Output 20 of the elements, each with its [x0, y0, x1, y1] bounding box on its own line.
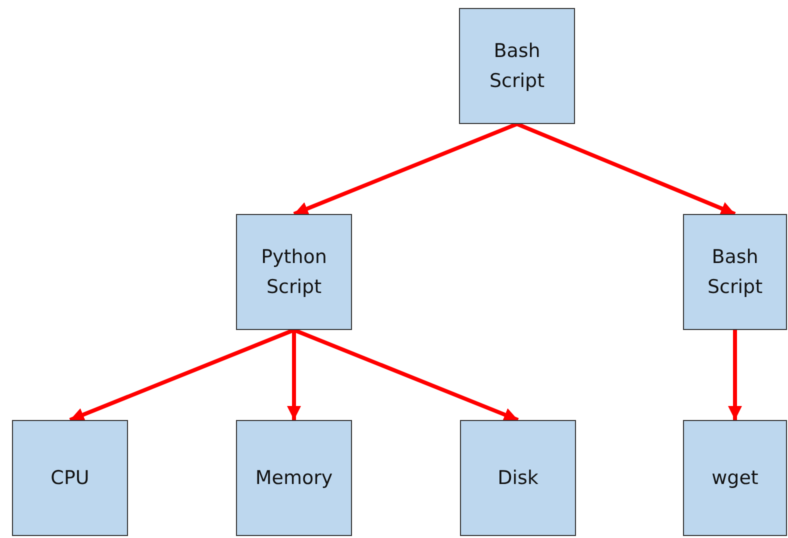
process-box: [12, 420, 128, 536]
process-box: [683, 420, 787, 536]
process-box: [460, 420, 576, 536]
arrow: [69, 328, 295, 422]
node-label: Disk: [498, 466, 538, 491]
arrow: [287, 330, 301, 420]
node-label: wget: [712, 466, 758, 491]
node-label: Bash Script: [488, 39, 546, 94]
process-box: [236, 420, 352, 536]
process-box: [236, 214, 352, 330]
process-box: [459, 8, 575, 124]
process-box: [683, 214, 787, 330]
node-label: Python Script: [260, 245, 328, 300]
node-label: CPU: [50, 466, 90, 491]
node-label: Bash Script: [706, 245, 764, 300]
arrow: [728, 330, 742, 420]
arrow: [293, 328, 519, 422]
arrow: [516, 122, 736, 216]
arrow: [293, 122, 518, 216]
node-label: Memory: [255, 466, 333, 491]
